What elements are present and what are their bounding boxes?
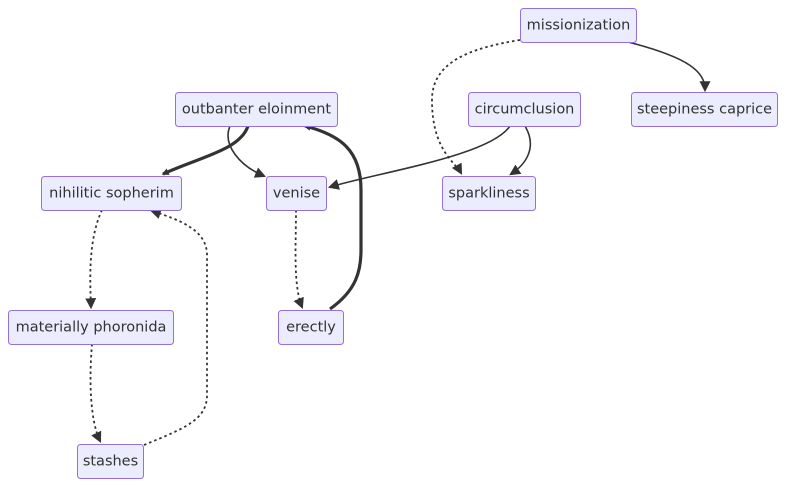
edge-venise-to-erectly <box>293 209 304 310</box>
node-label-materially-phoronida: materially phoronida <box>16 320 167 336</box>
node-label-erectly: erectly <box>286 320 336 336</box>
node-steepiness-caprice[interactable]: steepiness caprice <box>631 92 778 127</box>
node-nihilitic-sopherim[interactable]: nihilitic sopherim <box>41 176 182 211</box>
edge-missionization-to-steepiness-caprice <box>627 41 711 93</box>
node-label-circumclusion: circumclusion <box>475 102 575 118</box>
node-label-missionization: missionization <box>527 18 631 34</box>
nodes-layer: missionization outbanter eloinment circu… <box>8 8 778 479</box>
node-label-steepiness-caprice: steepiness caprice <box>637 102 772 118</box>
node-circumclusion[interactable]: circumclusion <box>468 92 581 127</box>
node-label-stashes: stashes <box>83 454 138 470</box>
edge-nihilitic-sopherim-to-materially-phoronida <box>85 209 103 310</box>
node-missionization[interactable]: missionization <box>520 8 637 43</box>
node-label-sparkliness: sparkliness <box>448 186 529 202</box>
edge-circumclusion-to-sparkliness <box>509 125 532 176</box>
node-stashes[interactable]: stashes <box>77 444 144 479</box>
edge-circumclusion-to-venise <box>327 125 511 190</box>
edge-stashes-to-nihilitic-sopherim <box>143 208 208 446</box>
edge-materially-phoronida-to-stashes <box>89 343 102 443</box>
node-label-outbanter-eloinment: outbanter eloinment <box>182 102 331 118</box>
edges-layer <box>85 39 711 446</box>
edge-erectly-to-outbanter-eloinment <box>303 124 363 311</box>
edge-missionization-to-sparkliness <box>431 39 521 175</box>
node-outbanter-eloinment[interactable]: outbanter eloinment <box>175 92 338 127</box>
node-label-nihilitic-sopherim: nihilitic sopherim <box>49 186 174 202</box>
edge-outbanter-eloinment-to-venise <box>227 125 267 178</box>
node-erectly[interactable]: erectly <box>278 310 344 345</box>
node-materially-phoronida[interactable]: materially phoronida <box>8 310 174 345</box>
node-venise[interactable]: venise <box>266 176 327 211</box>
edge-outbanter-eloinment-to-nihilitic-sopherim <box>161 125 250 176</box>
node-sparkliness[interactable]: sparkliness <box>442 176 536 211</box>
node-label-venise: venise <box>273 186 320 202</box>
